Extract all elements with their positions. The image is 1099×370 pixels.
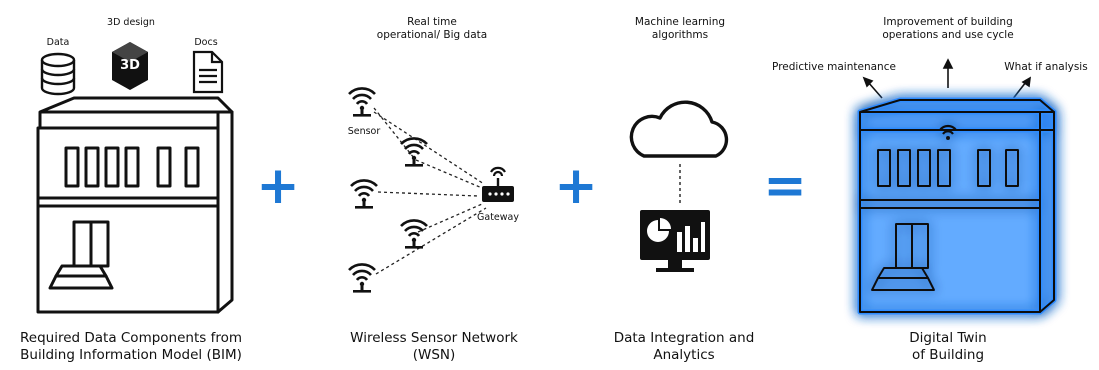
wsn-top-line2: operational/ Big data xyxy=(376,29,488,41)
analytics-caption-line1: Data Integration and xyxy=(613,330,755,346)
analytics-top-line1: Machine learning xyxy=(634,16,726,28)
digital-twin-building-icon xyxy=(857,97,1057,315)
cloud-icon xyxy=(629,100,729,158)
wifi-icon xyxy=(939,124,957,140)
plus-operator: + xyxy=(256,156,300,216)
twin-top-line2: operations and use cycle xyxy=(882,29,1014,41)
analytics-top-label: Machine learning algorithms xyxy=(600,16,760,42)
bim-caption-line2: Building Information Model (BIM) xyxy=(20,347,242,363)
sensor-label: Sensor xyxy=(347,126,381,137)
analytics-caption-line2: Analytics xyxy=(653,347,715,363)
wsn-caption-line1: Wireless Sensor Network xyxy=(350,330,518,346)
monitor-chart-icon xyxy=(640,210,710,272)
database-icon xyxy=(40,52,76,96)
bim-caption: Required Data Components from Building I… xyxy=(0,330,262,364)
wsn-top-label: Real time operational/ Big data xyxy=(352,16,512,42)
3d-badge-text: 3D xyxy=(120,58,140,73)
wsn-top-line1: Real time xyxy=(407,16,457,28)
analytics-top-line2: algorithms xyxy=(651,29,709,41)
twin-top-line1: Improvement of building xyxy=(883,16,1013,28)
twin-caption-line2: of Building xyxy=(911,347,985,363)
twin-caption-line1: Digital Twin xyxy=(909,330,987,346)
gateway-label: Gateway xyxy=(477,212,519,223)
plus-operator: + xyxy=(554,156,598,216)
equals-operator: = xyxy=(763,156,807,216)
3d-cube-icon xyxy=(112,42,148,90)
what-if-analysis-label: What if analysis xyxy=(1004,61,1088,73)
twin-caption: Digital Twin of Building xyxy=(868,330,1028,364)
router-icon xyxy=(482,166,514,202)
bim-building-icon xyxy=(36,96,234,314)
sensor-icon xyxy=(347,263,377,294)
twin-arrows xyxy=(862,58,1031,101)
predictive-maintenance-label: Predictive maintenance xyxy=(772,61,896,73)
docs-label: Docs xyxy=(194,37,218,48)
3d-design-label: 3D design xyxy=(107,17,155,28)
sensor-icon xyxy=(399,219,429,250)
analytics-caption: Data Integration and Analytics xyxy=(584,330,784,364)
data-label: Data xyxy=(46,37,70,48)
sensor-icon xyxy=(349,179,379,210)
sensor-icon xyxy=(347,87,377,118)
twin-top-label: Improvement of building operations and u… xyxy=(848,16,1048,42)
wsn-caption: Wireless Sensor Network (WSN) xyxy=(316,330,552,364)
wsn-caption-line2: (WSN) xyxy=(412,347,456,363)
wsn-links xyxy=(373,107,487,275)
bim-caption-line1: Required Data Components from xyxy=(19,330,243,346)
document-icon xyxy=(192,50,224,94)
